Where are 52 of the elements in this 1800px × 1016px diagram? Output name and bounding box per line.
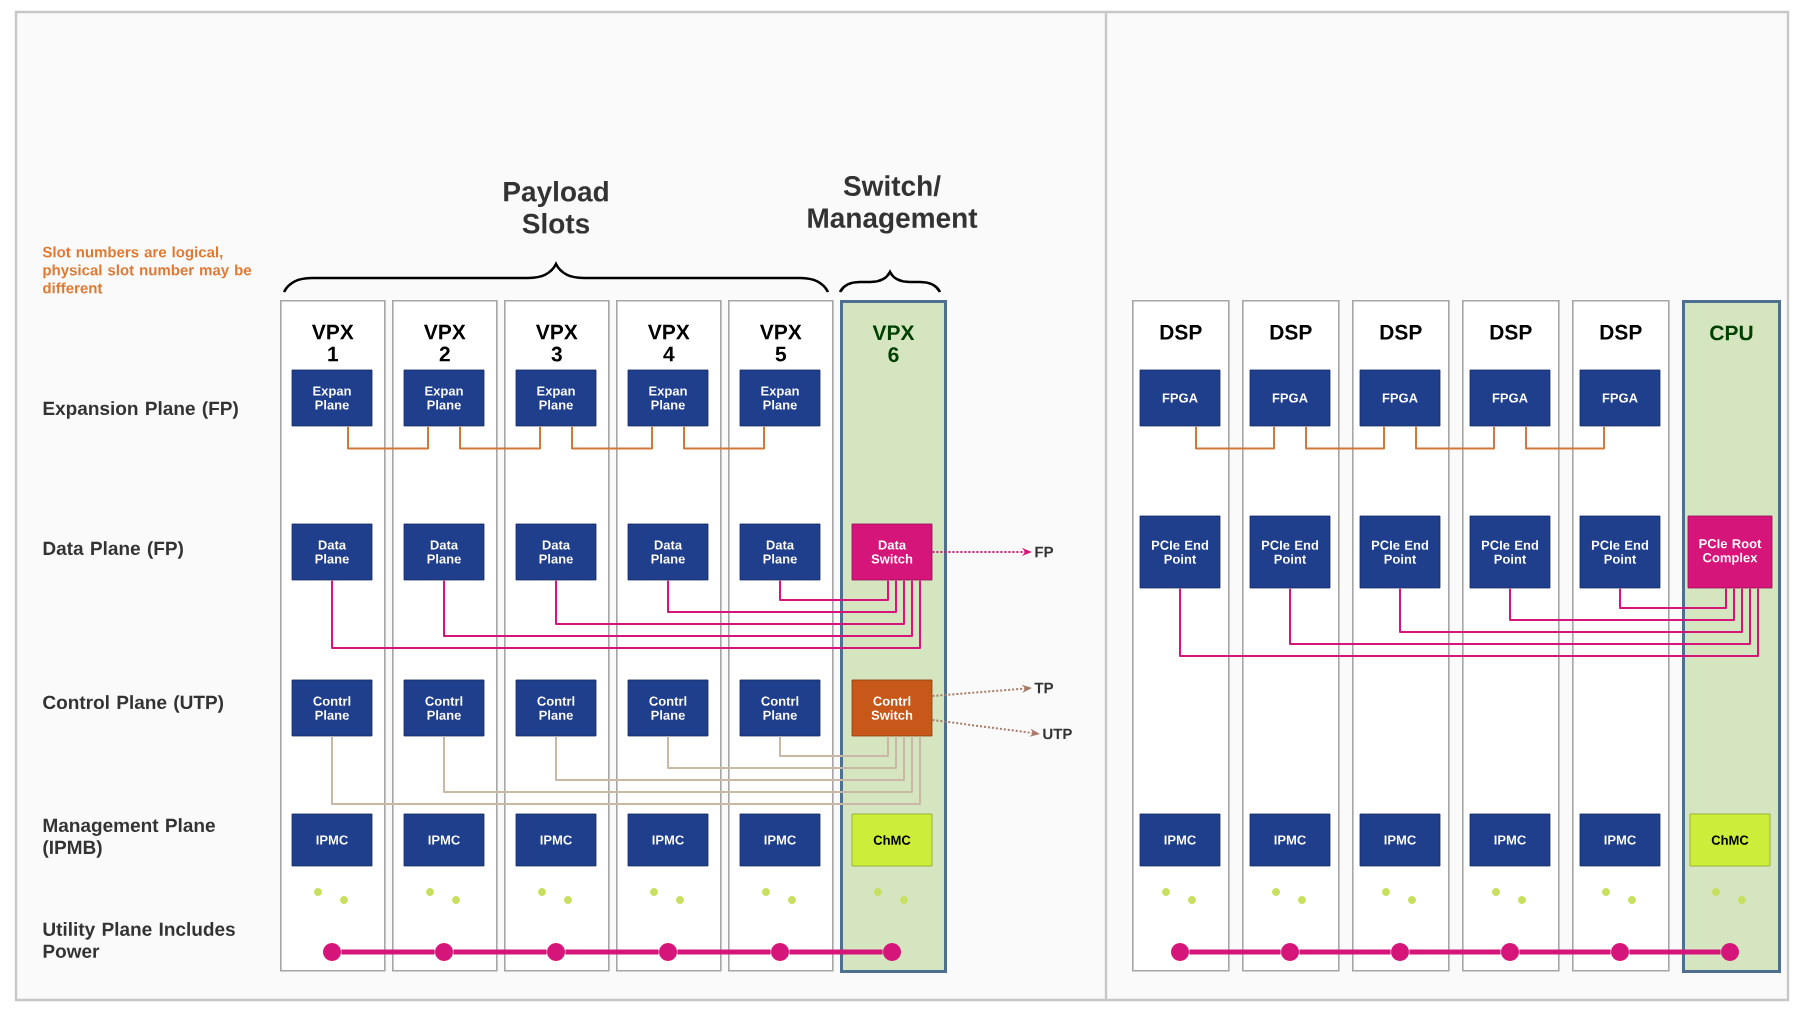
connector-line bbox=[331, 735, 921, 805]
connector-line bbox=[1619, 587, 1727, 609]
power-bus-line bbox=[453, 949, 547, 955]
connector-line bbox=[667, 735, 897, 769]
connector-line bbox=[667, 579, 897, 613]
row-label: Management Plane (IPMB) bbox=[43, 818, 215, 858]
connector-line bbox=[1415, 425, 1495, 450]
power-dot bbox=[1721, 943, 1739, 961]
connector-line bbox=[1399, 587, 1743, 633]
power-dot bbox=[771, 943, 789, 961]
connector-line bbox=[779, 735, 889, 757]
power-dot bbox=[883, 943, 901, 961]
power-bus-line bbox=[341, 949, 435, 955]
connector-line bbox=[331, 579, 921, 649]
power-bus-line bbox=[1409, 949, 1501, 955]
connector-line bbox=[683, 425, 765, 450]
heading: Payload Slots bbox=[504, 181, 608, 234]
row-label: Control Plane (UTP) bbox=[43, 695, 224, 713]
power-bus-line bbox=[1299, 949, 1391, 955]
power-bus-line bbox=[677, 949, 771, 955]
connector-line bbox=[1289, 587, 1751, 645]
connector-line bbox=[1509, 587, 1735, 621]
connector-line bbox=[443, 735, 913, 793]
power-dot bbox=[1171, 943, 1189, 961]
power-bus-line bbox=[565, 949, 659, 955]
power-dot bbox=[547, 943, 565, 961]
connector-line bbox=[1525, 425, 1605, 450]
connector-line bbox=[443, 579, 913, 637]
connector-line bbox=[555, 735, 905, 781]
power-bus-line bbox=[789, 949, 883, 955]
connector-line bbox=[1305, 425, 1385, 450]
connector-line bbox=[555, 579, 905, 625]
power-bus-line bbox=[1519, 949, 1611, 955]
power-dot bbox=[1281, 943, 1299, 961]
connector-line bbox=[1195, 425, 1275, 450]
power-dot bbox=[323, 943, 341, 961]
power-dot bbox=[1501, 943, 1519, 961]
row-label: Data Plane (FP) bbox=[43, 541, 183, 559]
power-dot bbox=[1391, 943, 1409, 961]
power-dot bbox=[659, 943, 677, 961]
connector-line bbox=[459, 425, 541, 450]
power-bus-line bbox=[1629, 949, 1721, 955]
row-label: Utility Plane Includes Power bbox=[43, 922, 235, 958]
power-dot bbox=[435, 943, 453, 961]
connector-line bbox=[1179, 587, 1759, 657]
power-bus-line bbox=[1189, 949, 1281, 955]
connector-line bbox=[779, 579, 889, 601]
connector-line bbox=[571, 425, 653, 450]
connector-line bbox=[347, 425, 429, 450]
row-label: Expansion Plane (FP) bbox=[43, 401, 238, 419]
heading: Switch/ Management bbox=[808, 175, 978, 234]
power-dot bbox=[1611, 943, 1629, 961]
